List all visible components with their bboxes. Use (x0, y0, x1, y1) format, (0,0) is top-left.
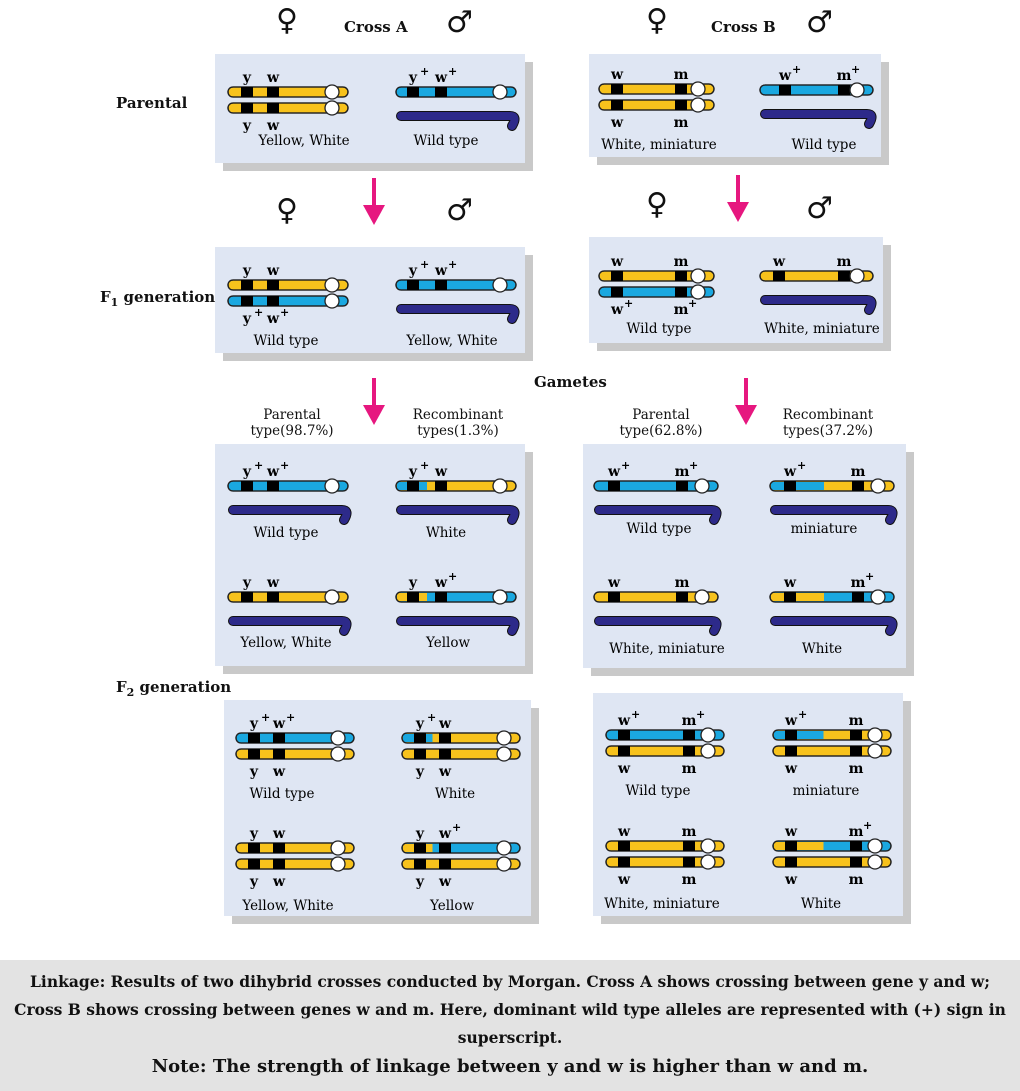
cross-b-parental-panel (589, 54, 881, 157)
gametes-label: Gametes (534, 373, 607, 391)
female-symbol-cross-b-parental: ♀ (646, 3, 668, 38)
arrow-cross-b-parental-to-f1 (727, 175, 749, 222)
caption-line-2: Cross B shows crossing between genes w a… (14, 1000, 1006, 1019)
male-symbol-cross-b-f1: ♂ (806, 191, 833, 226)
caption-line-1: Linkage: Results of two dihybrid crosses… (30, 972, 990, 991)
female-symbol-cross-a-f1: ♀ (276, 193, 298, 228)
f2-generation-label: F2 generation (116, 678, 232, 699)
female-symbol-cross-b-f1: ♀ (646, 187, 668, 222)
caption-note: Note: The strength of linkage between y … (151, 1056, 869, 1077)
cross-a-f1-panel (215, 247, 525, 353)
male-symbol-cross-a-parental: ♂ (446, 5, 473, 40)
cross-b-title: Cross B (711, 18, 776, 36)
cross-a-title: Cross A (344, 18, 408, 36)
f1-generation-label: F1 generation (100, 288, 216, 309)
cross-b-f1-panel (589, 237, 883, 343)
female-symbol-cross-a-parental: ♀ (276, 3, 298, 38)
arrow-cross-a-parental-to-f1 (363, 178, 385, 225)
caption-line-3: superscript. (457, 1028, 563, 1047)
parental-row-label: Parental (116, 94, 188, 112)
cross-a-gametes-panel (215, 444, 525, 666)
cross-b-f2-panel (593, 693, 903, 916)
arrow-cross-b-f1-to-gametes (735, 378, 757, 425)
cross-a-parental-panel (215, 54, 525, 163)
male-symbol-cross-a-f1: ♂ (446, 193, 473, 228)
cross-b-gametes-panel (583, 444, 906, 668)
cross-a-f2-panel (224, 700, 531, 916)
arrow-cross-a-f1-to-gametes (363, 378, 385, 425)
caption-box: Linkage: Results of two dihybrid crosses… (0, 960, 1020, 1091)
male-symbol-cross-b-parental: ♂ (806, 5, 833, 40)
